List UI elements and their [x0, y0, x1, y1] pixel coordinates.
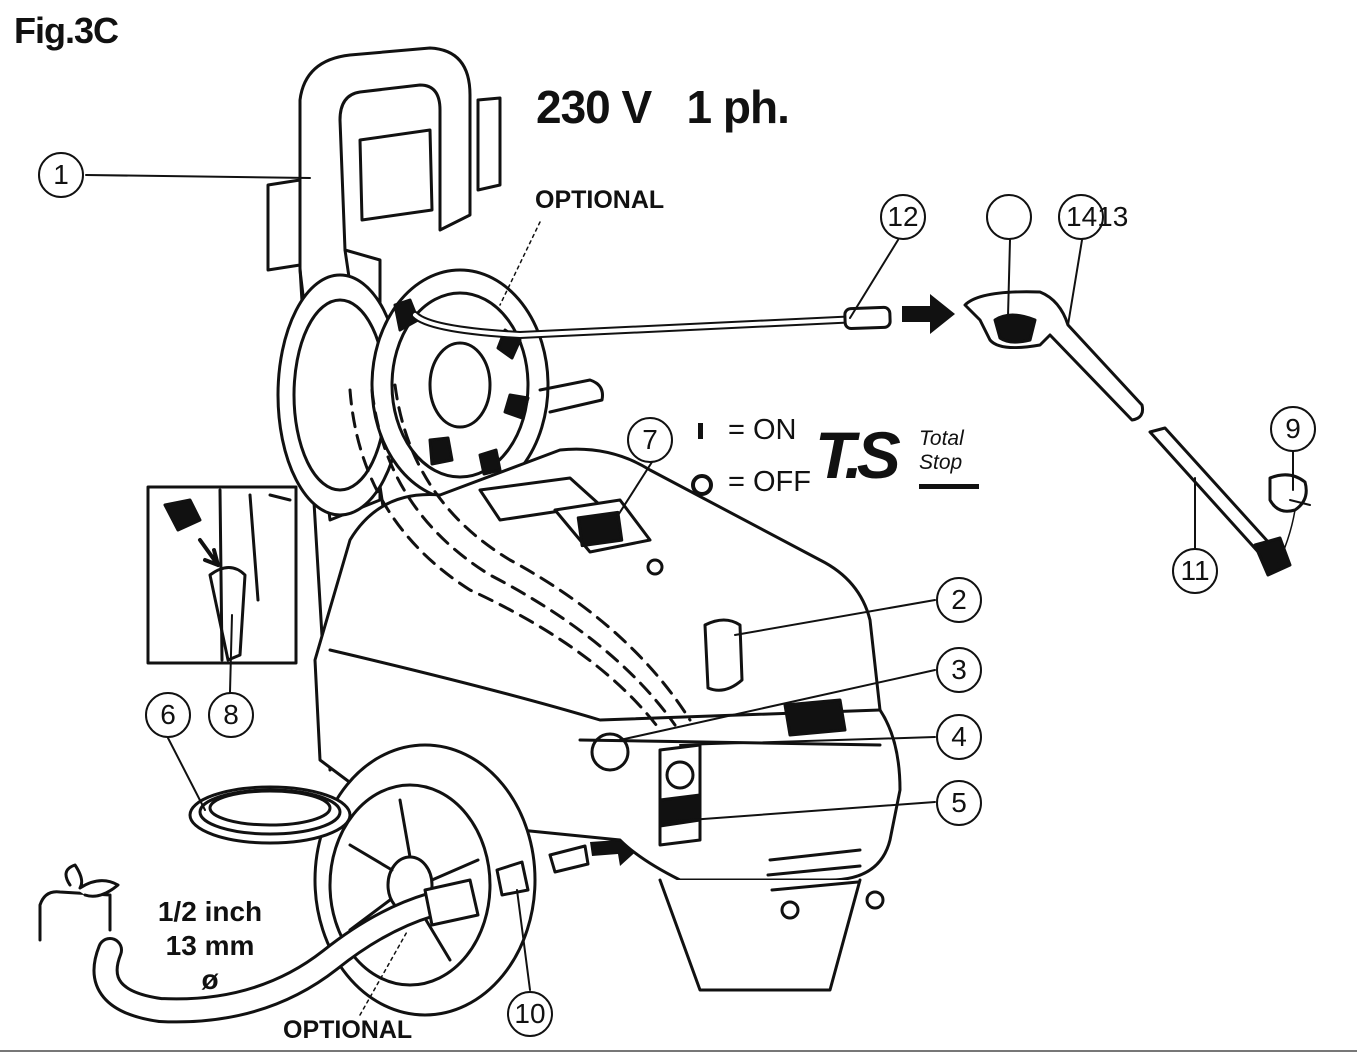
callout-6: 6	[145, 692, 191, 738]
optional-label-hose: OPTIONAL	[283, 1016, 413, 1044]
leader-lines	[85, 174, 1311, 991]
supply-line-3: ø	[201, 964, 219, 995]
arrow-to-gun	[902, 294, 955, 334]
supply-line-2: 13 mm	[165, 930, 255, 961]
callout-12: 12	[880, 194, 926, 240]
callout-2: 2	[936, 577, 982, 623]
callout-11: 11	[1172, 548, 1218, 594]
ts-logo-line1: Total	[919, 427, 964, 450]
spray-gun	[963, 290, 1308, 577]
legend-off: = OFF	[728, 466, 811, 498]
callout-10: 10	[507, 991, 553, 1037]
callout-8: 8	[208, 692, 254, 738]
ts-logo-bar	[919, 484, 979, 489]
callout-9: 9	[1270, 406, 1316, 452]
callout-4: 4	[936, 714, 982, 760]
figure-label: Fig.3C	[14, 10, 119, 51]
wheel	[313, 743, 537, 1017]
callout-5: 5	[936, 780, 982, 826]
on-symbol	[698, 423, 703, 439]
optional-label-reel: OPTIONAL	[535, 186, 665, 214]
callout-3: 3	[936, 647, 982, 693]
total-stop-logo: T.S Total Stop	[815, 420, 985, 490]
ts-logo-line2: Stop	[919, 451, 963, 474]
legend-on: = ON	[728, 414, 797, 446]
voltage-title: 230 V 1 ph.	[536, 81, 790, 133]
supply-line-1: 1/2 inch	[157, 896, 263, 927]
callout-blank	[986, 194, 1032, 240]
callout-7: 7	[627, 417, 673, 463]
inset-detail	[146, 485, 298, 665]
water-supply-spec: 1/2 inch 13 mm ø	[150, 895, 270, 997]
off-symbol	[691, 474, 713, 496]
internal-hose-dashed	[348, 388, 662, 732]
bottom-rule	[0, 1050, 1357, 1052]
callout-14-13: 1413	[1058, 194, 1128, 240]
ts-logo-main: T.S	[815, 418, 901, 492]
water-tap	[38, 863, 120, 942]
callout-1: 1	[38, 152, 84, 198]
